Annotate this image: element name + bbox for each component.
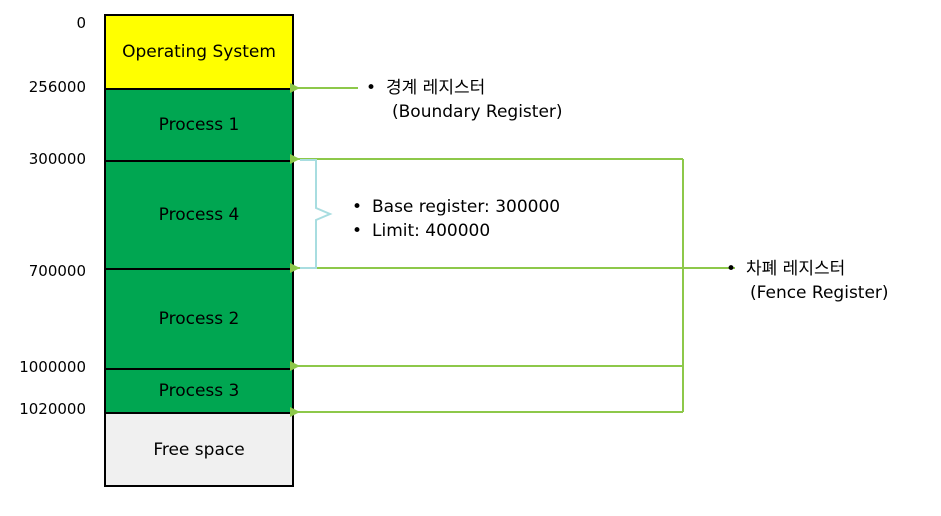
free-space-block: Free space xyxy=(104,412,294,487)
bullet: • xyxy=(726,259,737,279)
address-label-1020000: 1020000 xyxy=(19,400,86,418)
base-register-text: Base register: 300000 xyxy=(372,197,561,217)
address-label-700000: 700000 xyxy=(28,262,86,280)
boundary-register-label: 경계 레지스터 xyxy=(386,78,486,98)
fence-register-note: • 차폐 레지스터 (Fence Register) xyxy=(726,257,889,305)
address-label-300000: 300000 xyxy=(28,150,86,168)
process-1-block: Process 1 xyxy=(104,88,294,162)
bullet: • xyxy=(366,78,377,98)
address-label-1000000: 1000000 xyxy=(19,358,86,376)
address-label-256000: 256000 xyxy=(28,78,86,96)
boundary-register-sublabel: (Boundary Register) xyxy=(392,102,563,122)
address-label-0: 0 xyxy=(76,14,86,32)
bullet: • xyxy=(352,221,363,241)
bullet: • xyxy=(352,197,363,217)
base-limit-note: • Base register: 300000 • Limit: 400000 xyxy=(352,195,560,243)
boundary-register-note: • 경계 레지스터 (Boundary Register) xyxy=(366,76,563,124)
base-limit-brace xyxy=(300,159,333,269)
limit-text: Limit: 400000 xyxy=(372,221,491,241)
fence-register-label: 차폐 레지스터 xyxy=(746,259,846,279)
fence-register-sublabel: (Fence Register) xyxy=(750,283,889,303)
